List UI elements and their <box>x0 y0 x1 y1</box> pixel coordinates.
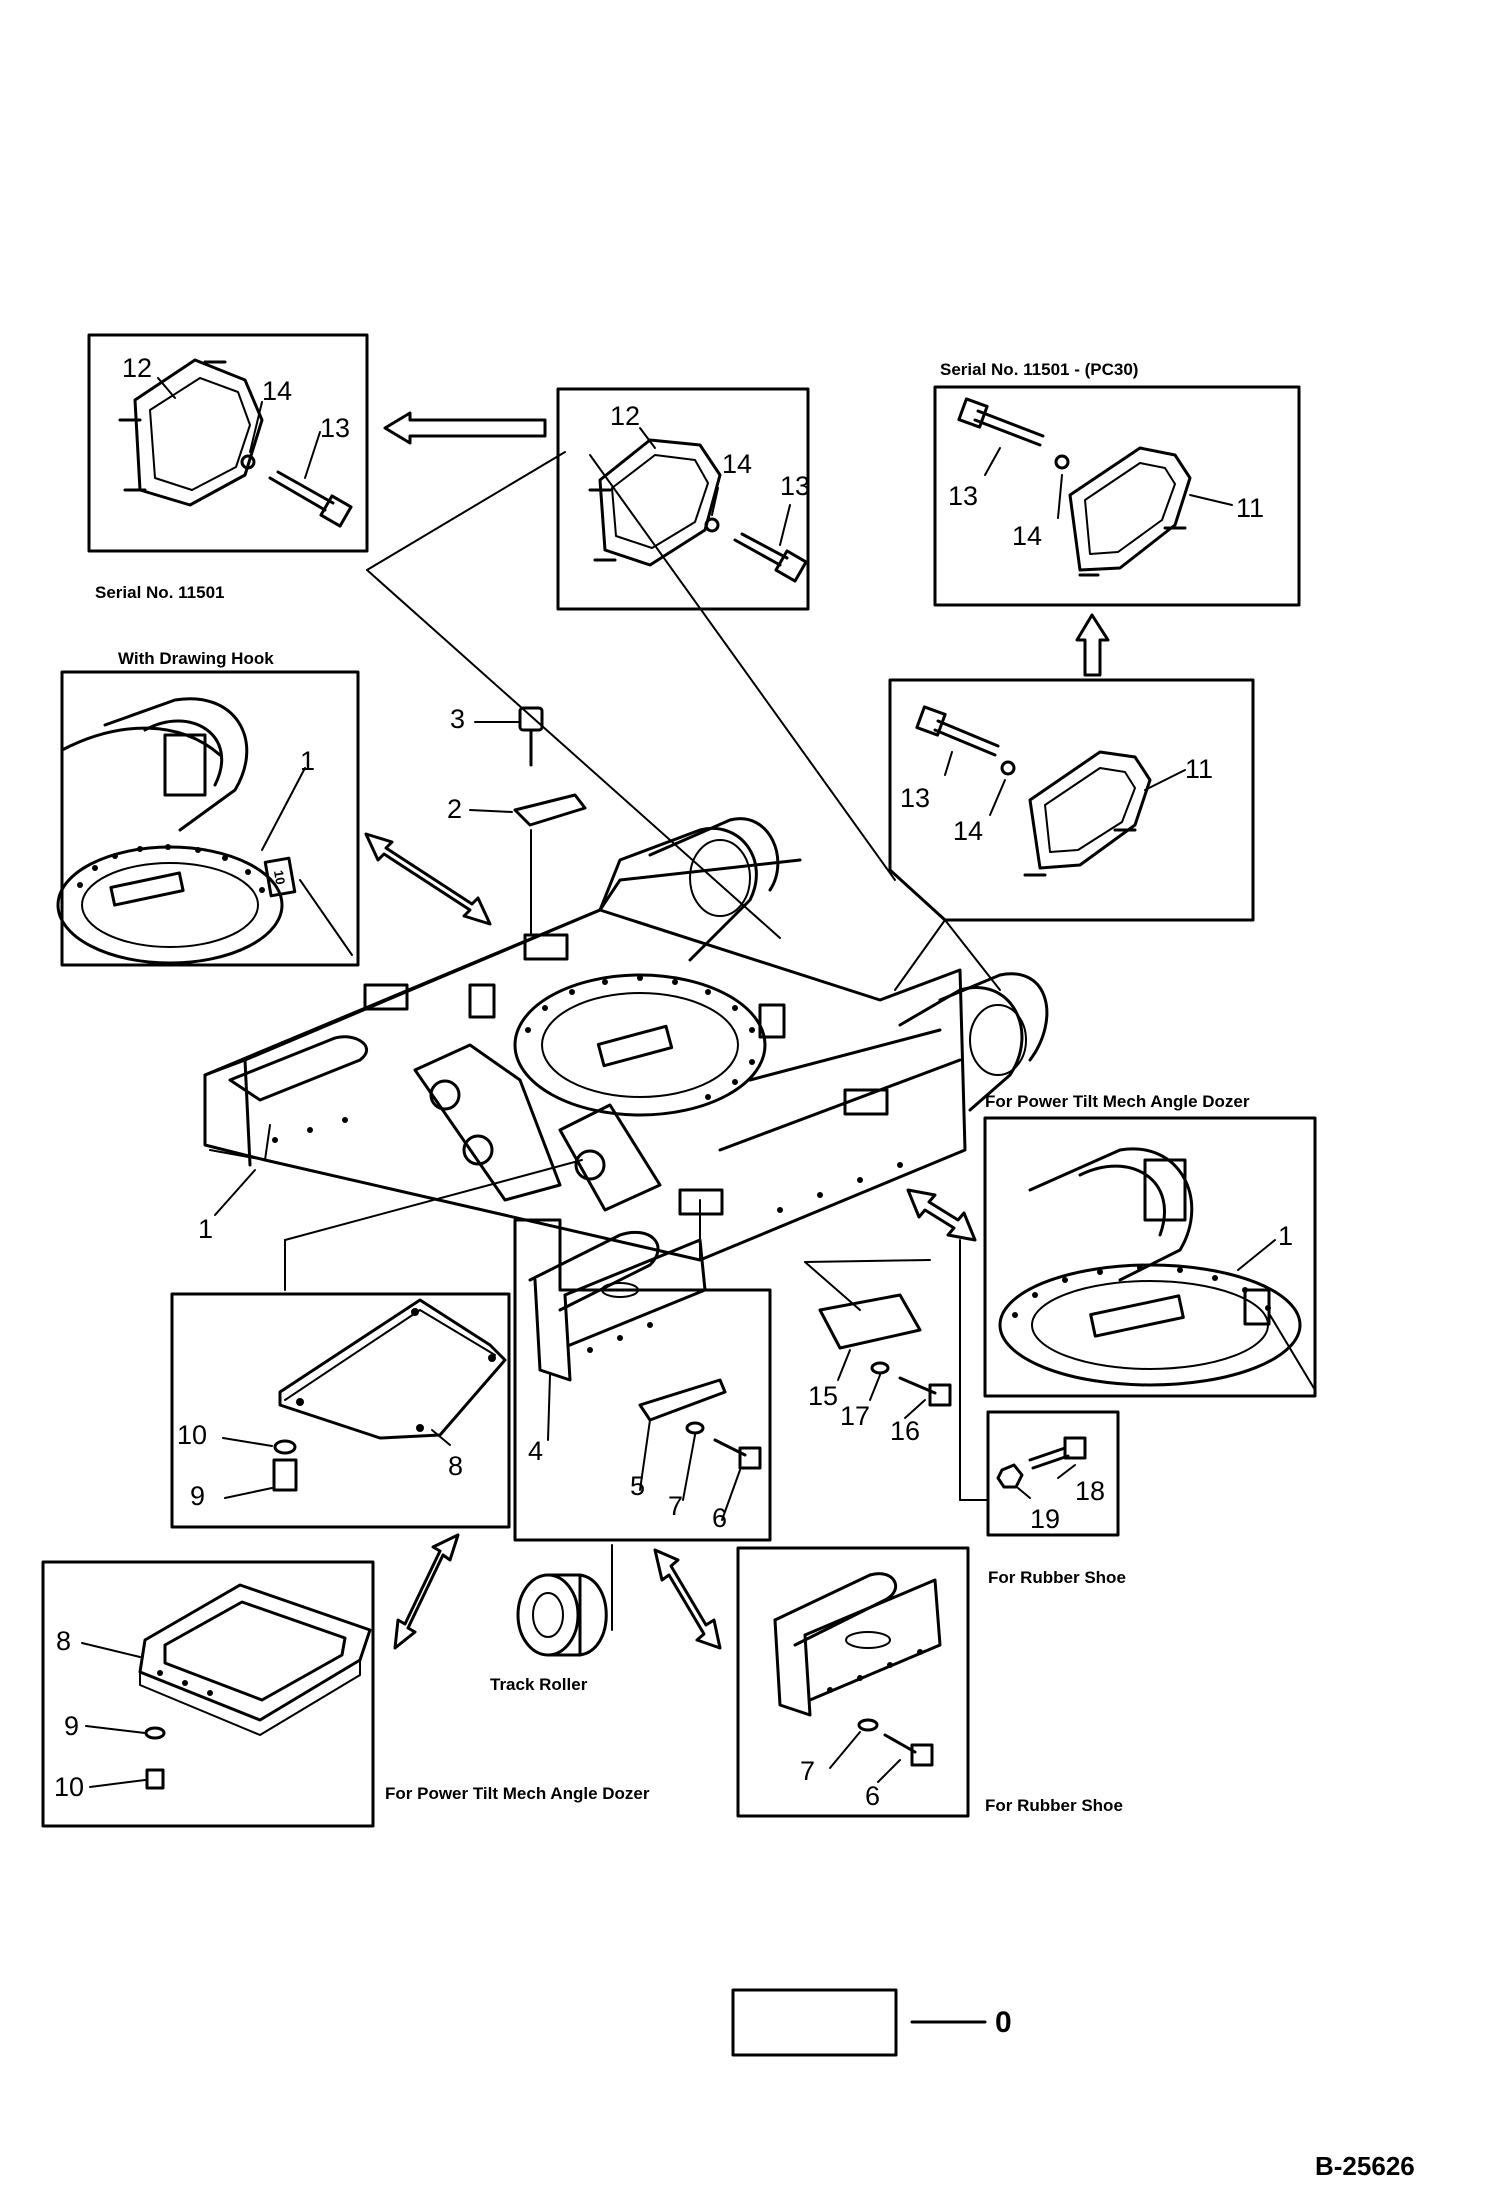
callout-8: 8 <box>448 1451 463 1481</box>
callout-8: 8 <box>56 1626 71 1656</box>
stamp-mark: 10 <box>271 869 288 886</box>
callout-3: 3 <box>450 704 465 734</box>
callout-14: 14 <box>1012 521 1042 551</box>
callout-17: 17 <box>840 1401 870 1431</box>
callout-11: 11 <box>1236 493 1264 523</box>
callout-10: 10 <box>54 1772 84 1802</box>
part-bolt-3: 3 <box>450 704 544 767</box>
callout-14: 14 <box>953 816 983 846</box>
detail-box-bolt-guard-serial-11501: 12 14 13 <box>87 333 369 553</box>
callout-9: 9 <box>190 1481 205 1511</box>
double-arrow-icon <box>364 832 492 926</box>
track-frame-assembly: 1 <box>198 817 1049 1262</box>
callout-1: 1 <box>1278 1221 1293 1251</box>
callout-4: 4 <box>528 1436 543 1466</box>
detail-box-rubber-shoe: 7 6 <box>736 1546 970 1818</box>
caption-serial-11501: Serial No. 11501 <box>95 583 224 602</box>
callout-15: 15 <box>808 1381 838 1411</box>
callout-13: 13 <box>900 783 930 813</box>
callout-6: 6 <box>712 1503 727 1533</box>
track-roller-illustration <box>516 1539 613 1657</box>
callout-19: 19 <box>1030 1504 1060 1534</box>
arrow-up-icon <box>1075 613 1110 677</box>
part-side-cover-15: 15 17 16 <box>804 1259 952 1446</box>
detail-box-power-tilt-cover: 8 9 10 <box>41 1560 375 1828</box>
detail-box-rail-section: 4 5 7 6 <box>513 1218 772 1542</box>
callout-2: 2 <box>447 794 462 824</box>
detail-box-cover-plate: 10 9 8 <box>170 1239 511 1529</box>
callout-12: 12 <box>122 353 152 383</box>
document-number: B-25626 <box>1315 2151 1415 2181</box>
callout-16: 16 <box>890 1416 920 1446</box>
detail-box-bolt-guard-standard: 12 14 13 <box>556 387 810 611</box>
legend-label: 0 <box>995 2006 1012 2039</box>
callout-13: 13 <box>320 413 350 443</box>
callout-7: 7 <box>668 1491 683 1521</box>
detail-box-power-tilt-frame: 1 <box>983 1116 1317 1398</box>
caption-track-roller: Track Roller <box>490 1675 588 1694</box>
arrow-left-icon <box>383 411 547 445</box>
callout-6: 6 <box>865 1781 880 1811</box>
caption-power-tilt-right: For Power Tilt Mech Angle Dozer <box>985 1092 1250 1111</box>
detail-box-bolt-guard-pc30: 13 14 11 <box>933 385 1301 607</box>
detail-box-bolt-guard-right: 13 14 11 <box>888 678 1255 922</box>
caption-with-drawing-hook: With Drawing Hook <box>118 649 274 668</box>
part-block-2: 2 <box>447 793 587 936</box>
double-arrow-icon <box>906 1188 977 1242</box>
callout-12: 12 <box>610 401 640 431</box>
legend-item-0: 0 <box>731 1988 1012 2057</box>
double-arrow-icon <box>393 1533 460 1650</box>
caption-rubber-shoe-2: For Rubber Shoe <box>985 1796 1123 1815</box>
callout-1: 1 <box>300 746 315 776</box>
callout-14: 14 <box>262 376 292 406</box>
caption-power-tilt-bottom: For Power Tilt Mech Angle Dozer <box>385 1784 650 1803</box>
double-arrow-icon <box>653 1548 722 1650</box>
callout-10: 10 <box>177 1420 207 1450</box>
callout-18: 18 <box>1075 1476 1105 1506</box>
callout-1: 1 <box>198 1214 213 1244</box>
callout-7: 7 <box>800 1756 815 1786</box>
detail-box-drawing-hook: 10 1 <box>56 670 360 967</box>
callout-5: 5 <box>630 1471 645 1501</box>
callout-14: 14 <box>722 449 752 479</box>
callout-13: 13 <box>948 481 978 511</box>
callout-9: 9 <box>64 1711 79 1741</box>
callout-11: 11 <box>1185 754 1213 784</box>
detail-box-nut-bolt: 18 19 <box>959 1239 1120 1537</box>
caption-rubber-shoe-1: For Rubber Shoe <box>988 1568 1126 1587</box>
caption-serial-pc30: Serial No. 11501 - (PC30) <box>940 360 1138 379</box>
callout-13: 13 <box>780 471 810 501</box>
